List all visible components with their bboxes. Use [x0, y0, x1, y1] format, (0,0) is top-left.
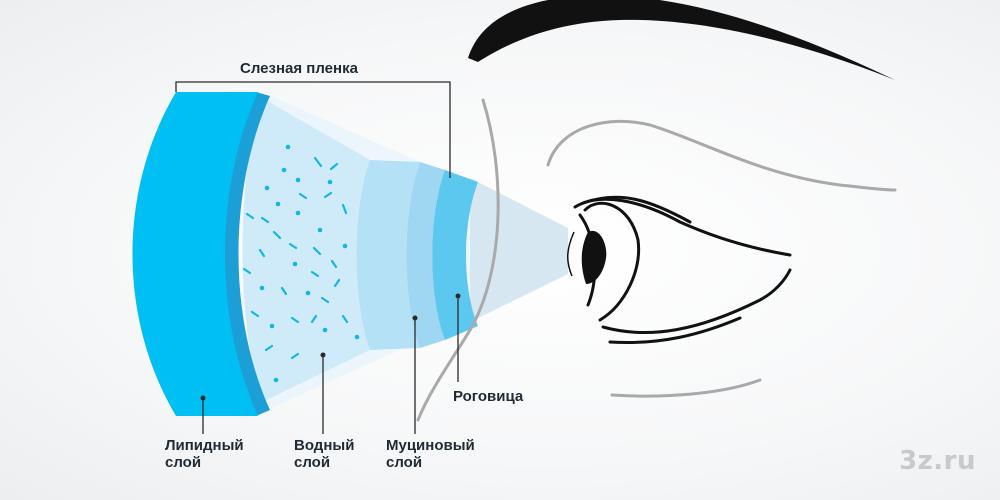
leader-dot-lipid	[200, 395, 206, 401]
label-mucin-line1: Муциновый	[386, 437, 475, 454]
label-mucin-layer: Муциновый слой	[386, 437, 475, 471]
water-particle	[323, 191, 333, 199]
nose-line	[416, 98, 500, 422]
water-particle	[258, 248, 266, 258]
label-cornea: Роговица	[453, 388, 523, 405]
mucin-layer-2	[406, 162, 445, 348]
water-particle	[317, 227, 323, 233]
label-mucin-line2: слой	[386, 454, 423, 471]
water-particle	[272, 230, 282, 240]
label-lipid-line2: слой	[165, 454, 202, 471]
leader-lines	[200, 293, 461, 434]
water-particle	[330, 259, 338, 269]
water-particle	[312, 246, 322, 256]
water-particle	[288, 242, 298, 250]
water-particle	[342, 243, 348, 249]
water-particle	[327, 179, 333, 185]
water-particle	[260, 216, 270, 224]
cornea-layer	[432, 170, 478, 340]
leader-dot-water	[320, 352, 326, 358]
label-lipid-layer: Липидный слой	[165, 437, 244, 471]
water-particle	[354, 334, 360, 340]
water-particle	[292, 261, 298, 267]
label-water-line1: Водный	[294, 437, 355, 454]
cornea-bulge	[567, 231, 575, 277]
iris	[581, 230, 607, 284]
water-particle	[290, 352, 300, 360]
lower-eyelid-2	[608, 316, 742, 344]
water-particle	[290, 316, 300, 324]
face-contours	[416, 98, 897, 422]
lower-contour	[610, 378, 762, 398]
water-particle	[295, 210, 301, 216]
upper-eyelid-crease	[581, 195, 692, 224]
mucin-layer	[356, 160, 420, 350]
water-particle	[298, 192, 308, 200]
water-particle	[264, 185, 270, 191]
leader-dot-cornea	[455, 293, 461, 299]
label-water-layer: Водный слой	[294, 437, 354, 471]
water-particle	[333, 278, 341, 288]
eye	[573, 195, 792, 344]
label-cornea-line1: Роговица	[453, 388, 524, 405]
water-particle	[322, 327, 328, 333]
watermark-logo: 3z.ru	[899, 446, 976, 476]
lipid-layer	[132, 92, 258, 416]
eyeball	[583, 201, 641, 322]
tear-film-title: Слезная пленка	[240, 60, 358, 77]
water-particle	[320, 296, 330, 304]
label-water-line2: слой	[294, 454, 331, 471]
water-particle	[242, 267, 252, 275]
water-particle	[329, 162, 339, 171]
upper-eyelid	[573, 197, 792, 257]
lower-eyelid	[601, 268, 792, 335]
lipid-layer-edge	[223, 92, 270, 416]
water-particle	[245, 212, 255, 220]
upper-lid-fold	[546, 119, 897, 192]
water-particle	[281, 167, 287, 173]
water-layer	[242, 98, 370, 402]
water-particle	[310, 314, 318, 324]
water-particle	[264, 344, 274, 352]
water-particle	[310, 270, 320, 278]
leader-dot-mucin	[412, 315, 418, 321]
water-particle	[280, 286, 288, 296]
water-particle	[273, 377, 279, 383]
water-particle	[295, 177, 301, 183]
water-particle	[250, 310, 260, 318]
water-particle	[275, 201, 281, 207]
eyebrow	[468, 0, 895, 80]
water-particle	[313, 156, 323, 168]
water-particle	[259, 285, 265, 291]
label-lipid-line1: Липидный	[165, 437, 244, 454]
water-particle	[269, 323, 275, 329]
water-particles	[242, 144, 360, 383]
water-particle	[341, 314, 349, 324]
beam-inner	[470, 178, 568, 322]
water-particle	[285, 144, 291, 150]
tear-film-bracket	[175, 81, 451, 178]
water-particle	[305, 290, 311, 296]
water-particle	[341, 203, 348, 215]
